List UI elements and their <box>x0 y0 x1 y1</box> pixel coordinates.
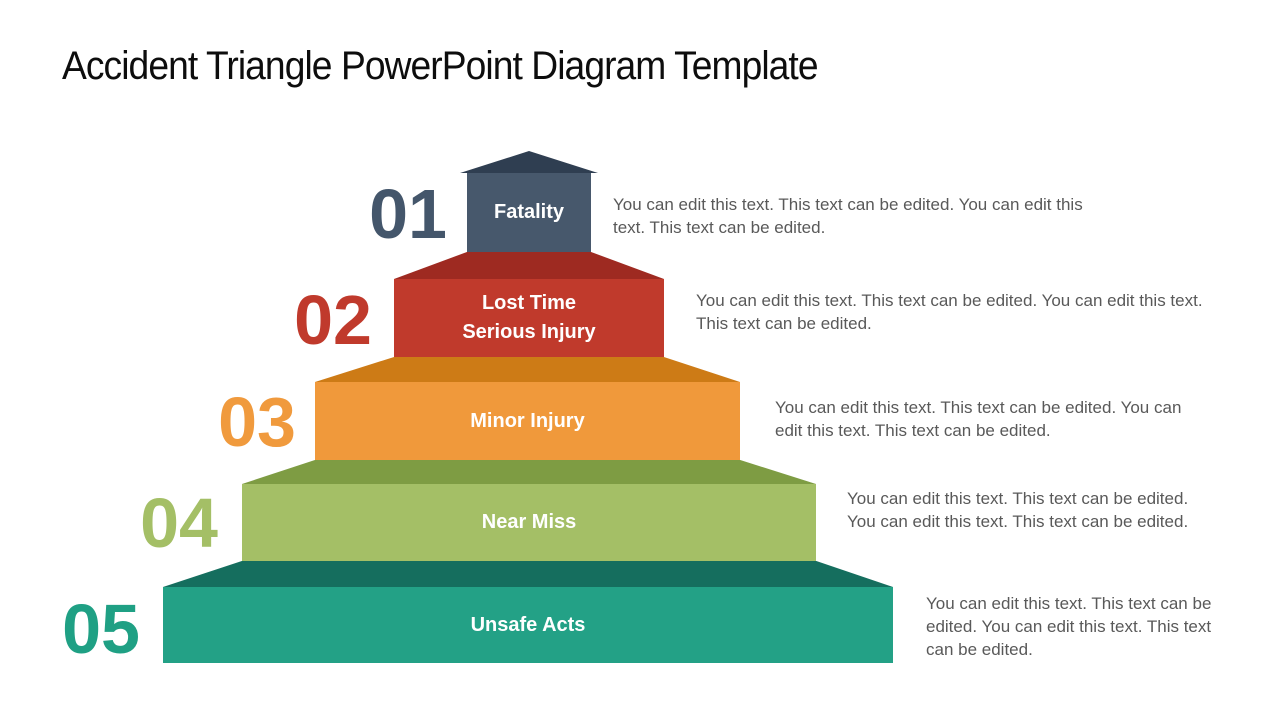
level-4-number[interactable]: 04 <box>140 484 218 562</box>
level-5-description[interactable]: You can edit this text. This text can be… <box>926 594 1212 659</box>
level-4-description[interactable]: You can edit this text. This text can be… <box>847 489 1189 531</box>
level-1-number[interactable]: 01 <box>369 175 447 253</box>
level-2-number[interactable]: 02 <box>294 281 372 359</box>
level-5-roof <box>163 561 893 587</box>
level-4-roof <box>242 460 816 484</box>
level-1-description[interactable]: You can edit this text. This text can be… <box>613 195 1083 237</box>
level-3-number[interactable]: 03 <box>218 383 296 461</box>
level-2-description[interactable]: You can edit this text. This text can be… <box>696 291 1203 333</box>
level-2-roof <box>394 252 664 279</box>
level-5-shape[interactable]: Unsafe Acts <box>163 587 893 663</box>
level-2-shape[interactable]: Lost Time Serious Injury <box>394 279 664 357</box>
level-3-description[interactable]: You can edit this text. This text can be… <box>775 398 1182 440</box>
level-1-roof <box>460 151 598 173</box>
level-3-shape[interactable]: Minor Injury <box>315 382 740 460</box>
level-5-label: Unsafe Acts <box>470 613 586 636</box>
level-1-label: Fatality <box>493 201 565 223</box>
level-4-label: Near Miss <box>481 511 577 533</box>
slide-title[interactable]: Accident Triangle PowerPoint Diagram Tem… <box>62 44 819 88</box>
level-1-shape[interactable]: Fatality <box>467 173 591 252</box>
level-3-roof <box>315 357 740 382</box>
level-5-number[interactable]: 05 <box>62 590 140 668</box>
level-3-label: Minor Injury <box>470 409 585 432</box>
level-2-label: Lost Time Serious Injury <box>462 292 596 343</box>
level-4-shape[interactable]: Near Miss <box>242 484 816 561</box>
